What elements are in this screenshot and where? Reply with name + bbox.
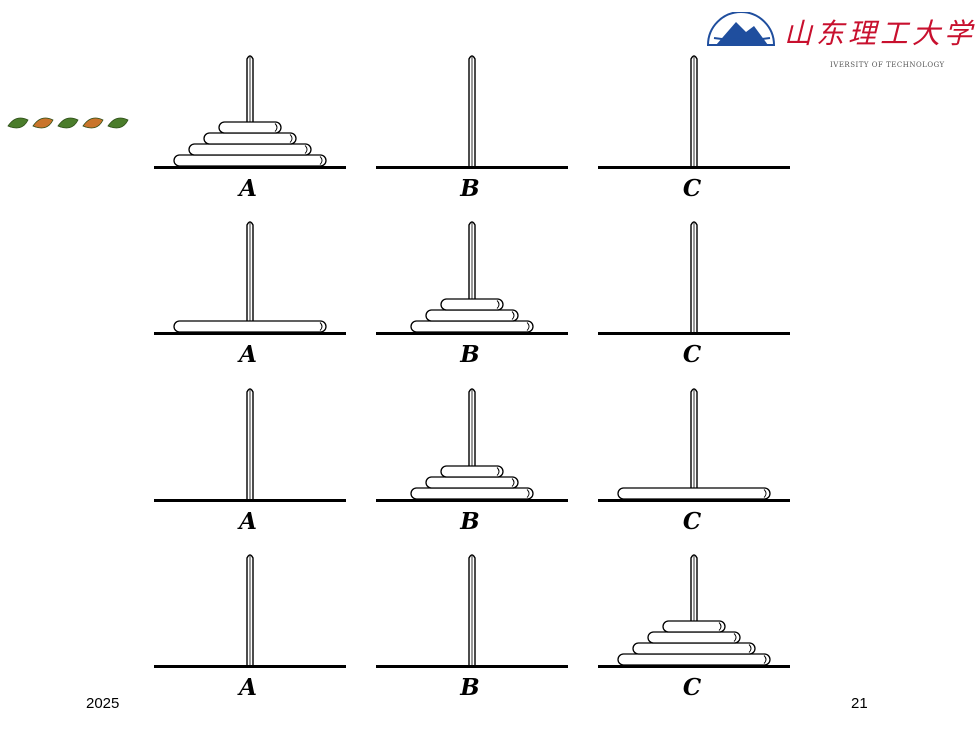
disk-highlight	[496, 300, 500, 309]
leaf-icon	[7, 117, 29, 129]
disk-highlight	[763, 655, 767, 664]
disk-highlight	[511, 311, 515, 320]
university-name-script: 山东理工大学	[784, 17, 977, 50]
disk-highlight	[718, 622, 722, 631]
footer-date: 2025	[86, 695, 120, 712]
peg-label: B	[459, 341, 479, 368]
disk	[410, 487, 534, 500]
leaf-icon	[57, 117, 79, 129]
university-name-subtitle: IVERSITY OF TECHNOLOGY	[830, 61, 945, 69]
peg-label: B	[459, 674, 479, 701]
disk	[173, 320, 327, 333]
disk	[440, 298, 504, 311]
disk	[188, 143, 312, 156]
disk-highlight	[304, 145, 308, 154]
peg-label: A	[237, 508, 257, 535]
disk-highlight	[319, 322, 323, 331]
peg-label: C	[683, 175, 702, 202]
disk-highlight	[763, 489, 767, 498]
disk	[440, 465, 504, 478]
disk	[647, 631, 741, 644]
disk	[617, 487, 771, 500]
disk-highlight	[733, 633, 737, 642]
disk	[218, 121, 282, 134]
disk-highlight	[274, 123, 278, 132]
disk-highlight	[496, 467, 500, 476]
disk-highlight	[748, 644, 752, 653]
university-logo: 山东理工大学 IVERSITY OF TECHNOLOGY	[706, 10, 972, 78]
disk	[425, 309, 519, 322]
peg-label: A	[237, 175, 257, 202]
leaf-decoration-icon	[7, 117, 129, 129]
page-number: 21	[851, 695, 868, 712]
peg-label: C	[683, 674, 702, 701]
disk-highlight	[526, 322, 530, 331]
peg-label: A	[237, 341, 257, 368]
disk-highlight	[526, 489, 530, 498]
leaf-icon	[32, 117, 54, 129]
disk	[617, 653, 771, 666]
disk	[425, 476, 519, 489]
leaf-icon	[82, 117, 104, 129]
disk	[632, 642, 756, 655]
peg-label: C	[683, 341, 702, 368]
peg-label: C	[683, 508, 702, 535]
university-emblem-icon	[706, 12, 776, 46]
peg-label: B	[459, 508, 479, 535]
disk	[173, 154, 327, 167]
disk	[662, 620, 726, 633]
peg-label: A	[237, 674, 257, 701]
disk-highlight	[289, 134, 293, 143]
peg-label: B	[459, 175, 479, 202]
leaf-icon	[107, 117, 129, 129]
disk	[410, 320, 534, 333]
disk	[203, 132, 297, 145]
disk-highlight	[319, 156, 323, 165]
disk-highlight	[511, 478, 515, 487]
